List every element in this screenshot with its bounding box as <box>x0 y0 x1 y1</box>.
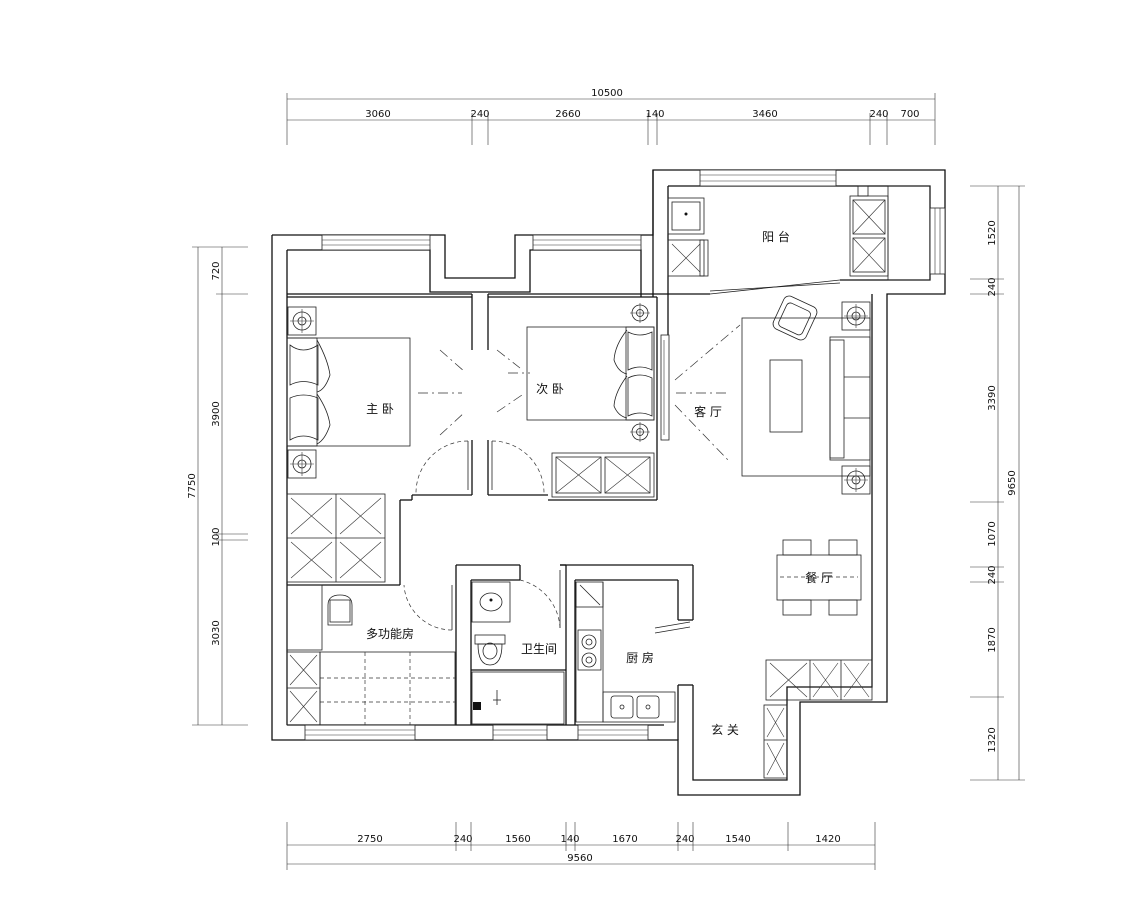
dim-top: 3460 <box>752 109 777 120</box>
living-room-furniture <box>674 295 871 495</box>
dim-top: 2660 <box>555 109 580 120</box>
armchair-icon <box>772 295 818 341</box>
room-label-kitchen: 厨 房 <box>626 650 654 665</box>
dim-right: 1520 <box>987 220 998 245</box>
dim-bottom: 1420 <box>815 834 840 845</box>
windows <box>304 169 946 741</box>
room-label-multi-room: 多功能房 <box>366 626 414 641</box>
dimension-lines <box>192 93 1025 870</box>
dim-bottom: 240 <box>675 834 694 845</box>
lamp-icon <box>287 306 317 336</box>
dim-top: 140 <box>645 109 664 120</box>
room-labels: 主 卧 次 卧 客 厅 阳 台 餐 厅 多功能房 卫生间 厨 房 玄 关 <box>366 229 833 737</box>
exterior-walls <box>271 169 946 796</box>
doors <box>403 279 841 634</box>
dim-left: 100 <box>211 527 222 546</box>
room-label-balcony: 阳 台 <box>762 229 790 244</box>
balcony-fixtures <box>667 185 931 281</box>
dim-bottom: 2750 <box>357 834 382 845</box>
interior-walls <box>287 279 887 740</box>
dim-right: 1320 <box>987 727 998 752</box>
lamp-icon <box>630 422 650 442</box>
toilet-icon <box>474 634 506 666</box>
dimension-labels: 10500 3060 240 2660 140 3460 240 700 275… <box>187 88 1018 864</box>
room-label-dining-room: 餐 厅 <box>805 570 833 585</box>
dining-furniture <box>776 539 862 616</box>
dim-bottom: 140 <box>560 834 579 845</box>
dim-bottom: 1560 <box>505 834 530 845</box>
dim-bottom: 1540 <box>725 834 750 845</box>
dim-top: 240 <box>470 109 489 120</box>
multi-room-furniture <box>286 584 456 726</box>
room-label-second-bedroom: 次 卧 <box>536 382 564 396</box>
dim-left: 3030 <box>211 620 222 645</box>
room-label-living-room: 客 厅 <box>694 404 722 419</box>
dim-bottom-total: 9560 <box>567 853 592 864</box>
dim-bottom: 240 <box>453 834 472 845</box>
dim-left: 720 <box>211 261 222 280</box>
dim-top: 240 <box>869 109 888 120</box>
dim-left: 3900 <box>211 401 222 426</box>
dim-top-total: 10500 <box>591 88 623 99</box>
dim-top: 3060 <box>365 109 390 120</box>
room-label-master-bedroom: 主 卧 <box>366 402 394 416</box>
room-label-entrance: 玄 关 <box>711 722 739 737</box>
lamp-icon <box>841 465 871 495</box>
entrance-cabinets <box>763 659 873 779</box>
lamp-icon <box>841 301 871 331</box>
dim-right: 1070 <box>987 521 998 546</box>
room-label-bathroom: 卫生间 <box>521 642 557 656</box>
dim-right: 240 <box>987 277 998 296</box>
stove-icon <box>577 629 602 671</box>
dim-right: 3390 <box>987 385 998 410</box>
dim-right: 240 <box>987 565 998 584</box>
lamp-icon <box>630 303 650 323</box>
master-bedroom-furniture <box>286 306 466 583</box>
sink-icon <box>610 695 660 719</box>
bathroom-fixtures <box>471 581 565 725</box>
dim-bottom: 1670 <box>612 834 637 845</box>
dim-top: 700 <box>900 109 919 120</box>
lamp-icon <box>287 449 317 479</box>
kitchen-fixtures <box>575 581 676 723</box>
dim-right-total: 9650 <box>1007 470 1018 495</box>
dim-right: 1870 <box>987 627 998 652</box>
dim-left-total: 7750 <box>187 473 198 498</box>
second-bedroom-furniture <box>496 303 655 498</box>
